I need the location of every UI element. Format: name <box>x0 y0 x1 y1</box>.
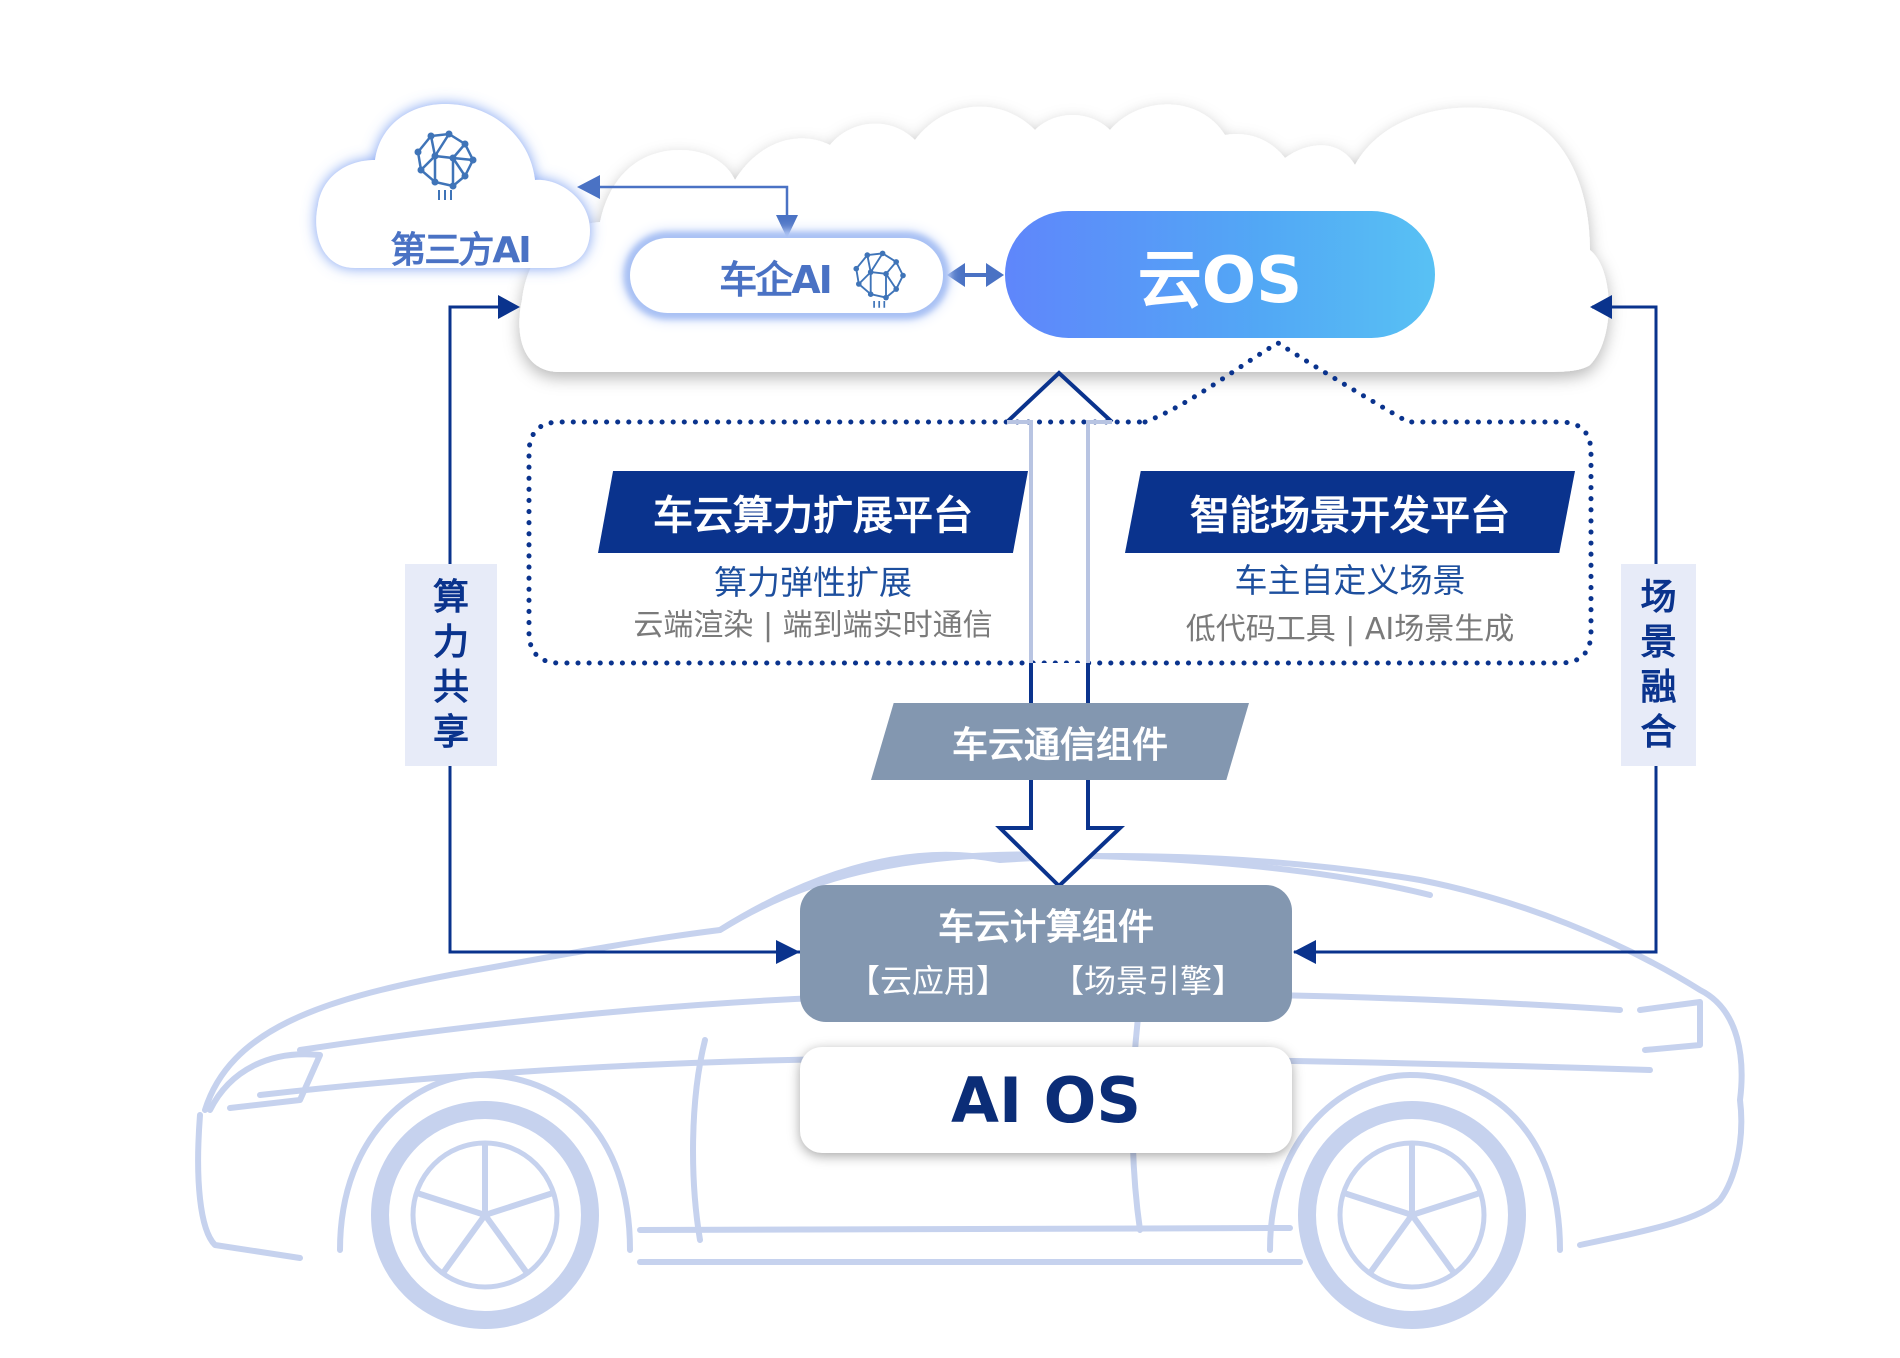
compute-expansion-platform-title: 车云算力扩展平台 <box>653 493 973 539</box>
cloud-os-node[interactable] <box>1005 211 1435 338</box>
scene-fusion-arrowhead-box <box>1293 940 1316 964</box>
neural-brain-icon <box>853 250 906 308</box>
third-party-ai-label: 第三方AI <box>390 230 531 271</box>
scene-fusion-char: 合 <box>1640 712 1677 753</box>
compute-sharing-char: 算 <box>432 577 469 618</box>
uplink-arrow-shaft <box>1007 420 1112 703</box>
scene-fusion-arrowhead-cloud <box>1590 295 1612 319</box>
compute-component-box[interactable] <box>800 885 1292 1022</box>
uplink-arrow-head <box>1005 370 1114 424</box>
neural-brain-icon <box>414 130 477 200</box>
compute-component-title: 车云计算组件 <box>937 907 1154 948</box>
car-ai-cloud-os-double-arrow <box>947 263 1004 287</box>
scene-fusion-char: 场 <box>1640 577 1677 618</box>
car-ai-down-arrowhead <box>776 215 798 238</box>
compute-sharing-arrowhead-box <box>776 940 800 964</box>
compute-expansion-platform-banner[interactable]: 车云算力扩展平台 <box>598 471 1028 553</box>
scene-development-subtitle: 车主自定义场景 <box>1234 561 1466 600</box>
scene-fusion-char: 融 <box>1640 667 1677 708</box>
communication-component-label: 车云通信组件 <box>951 724 1168 766</box>
scene-fusion-char: 景 <box>1640 622 1677 663</box>
compute-sharing-arrowhead-cloud <box>498 295 520 319</box>
ai-os-label: AI OS <box>951 1063 1141 1137</box>
car-maker-ai-label: 车企AI <box>719 257 833 302</box>
cloud-os-label: 云OS <box>1137 243 1303 318</box>
scene-development-platform-title: 智能场景开发平台 <box>1190 493 1510 539</box>
scene-development-features: 低代码工具 | AI场景生成 <box>1185 612 1515 647</box>
compute-sharing-char: 共 <box>432 667 469 708</box>
car-maker-ai-node[interactable] <box>630 238 943 313</box>
scene-fusion-label: 场 景 融 合 <box>1621 564 1696 766</box>
communication-component-banner[interactable]: 车云通信组件 <box>871 703 1249 780</box>
third-party-left-arrowhead <box>577 175 600 199</box>
scene-development-platform-banner[interactable]: 智能场景开发平台 <box>1125 471 1575 553</box>
platform-dotted-boundary <box>526 340 1594 666</box>
compute-sharing-label: 算 力 共 享 <box>405 564 497 766</box>
ai-os-box[interactable] <box>800 1047 1292 1153</box>
compute-sharing-char: 享 <box>432 712 469 753</box>
scene-engine-item: 【场景引擎】 <box>1052 962 1245 1000</box>
compute-sharing-char: 力 <box>432 622 469 663</box>
compute-expansion-features: 云端渲染 | 端到端实时通信 <box>633 608 993 643</box>
compute-expansion-subtitle: 算力弹性扩展 <box>714 563 912 602</box>
cloud-app-item: 【云应用】 <box>847 962 1008 1000</box>
compute-component-items: 【云应用】 【场景引擎】 <box>800 955 1292 1003</box>
